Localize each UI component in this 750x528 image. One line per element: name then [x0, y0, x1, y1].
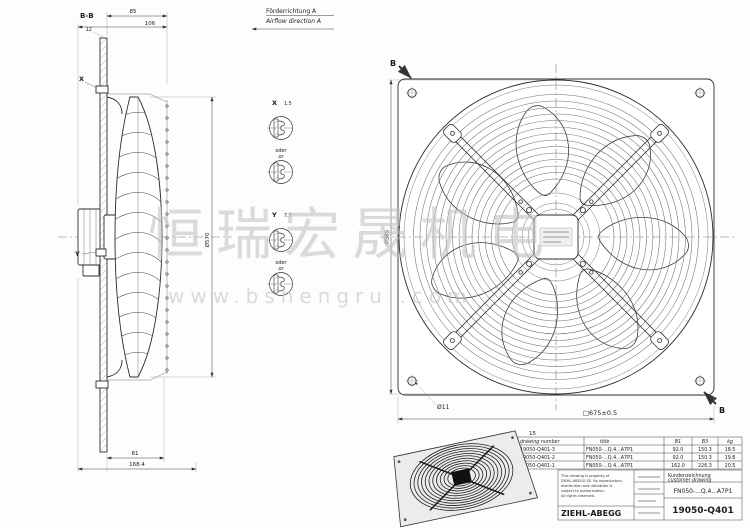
- watermark: 恒瑞宏晟机电 www.bshengrui.com: [148, 203, 556, 308]
- corner-holes: [405, 86, 707, 388]
- guard-struts: [443, 124, 669, 350]
- iso-guard-rings: [409, 443, 514, 511]
- isometric-preview: 15: [393, 430, 539, 528]
- copyright-note: This drawing is property of ZIEHL-ABEGG …: [560, 474, 623, 498]
- copyright-line: ZIEHL-ABEGG SE. Its reproduction,: [561, 479, 623, 483]
- hub-plate: [533, 214, 579, 260]
- motor-side: [77, 208, 103, 277]
- row0-title: FN050-...Q.4...A7P1: [586, 447, 633, 453]
- clamp-mid: [95, 248, 107, 257]
- callout-y-label: Y: [74, 250, 80, 258]
- detail-x-variant-1: [266, 116, 296, 140]
- row1-b1: 92.0: [673, 455, 684, 461]
- guard-grille-rings: [413, 94, 699, 380]
- hub-circle: [511, 192, 601, 282]
- row1-b3: 150.3: [698, 455, 712, 461]
- dim-b1: 81: [132, 451, 139, 457]
- copyright-line: distribution and utilization is: [561, 484, 612, 488]
- row1-title: FN050-...Q.4...A7P1: [586, 455, 633, 461]
- clamp-top: [95, 85, 109, 94]
- guard-bracket-bottom: [108, 371, 168, 381]
- table-header-b1: B1: [675, 439, 681, 445]
- side-section-view: B-B X Y: [58, 9, 232, 472]
- row0-number: 19050-Q401-3: [520, 447, 555, 453]
- front-dimensions: □675±0.5 Ø11 Ø585: [384, 79, 715, 424]
- title-block-fields: [638, 476, 660, 514]
- airflow-note: Förderrichtung A Airflow direction A: [251, 8, 334, 31]
- copyright-line: All rights reserved.: [561, 494, 595, 498]
- row0-kg: 18.5: [725, 447, 736, 453]
- or-label-y: or: [278, 266, 284, 272]
- airflow-de: Förderrichtung A: [266, 8, 317, 15]
- oder-label-y: oder: [275, 260, 287, 266]
- row1-kg: 19.8: [725, 455, 736, 461]
- detail-y-note: 7.7: [284, 213, 292, 219]
- row1-number: 19050-Q401-2: [520, 455, 555, 461]
- row2-kg: 20.5: [725, 463, 736, 469]
- terminal-box: [82, 264, 100, 277]
- callout-x-label: X: [79, 75, 84, 83]
- table-header-b3: B3: [702, 439, 708, 445]
- doc-type-de: Kundenzeichnung: [668, 473, 711, 479]
- row2-b1: 162.0: [671, 463, 685, 469]
- copyright-line: This drawing is property of: [560, 474, 610, 478]
- dim-fan-diameter: Ø570: [204, 232, 211, 247]
- dim-b2: 168.4: [129, 462, 145, 468]
- clamp-bottom: [95, 380, 109, 389]
- watermark-cn: 恒瑞宏晟机电: [148, 203, 556, 268]
- table-header-kg: kg: [727, 439, 733, 445]
- dim-guard-diameter: Ø585: [384, 229, 391, 244]
- table-row: 19050-Q401-2 FN050-...Q.4...A7P1 92.0 15…: [520, 455, 735, 461]
- title-block: This drawing is property of ZIEHL-ABEGG …: [557, 469, 743, 521]
- table-header-title: title: [600, 439, 609, 445]
- dim-corner-hole: Ø11: [437, 404, 450, 411]
- venturi-top: [106, 96, 123, 115]
- guard-wire-sections: [165, 104, 169, 372]
- section-b-top: B: [390, 59, 396, 68]
- oder-label-x: oder: [275, 148, 287, 154]
- dim-depth: 85: [130, 9, 137, 15]
- row2-number: 19050-Q401-1: [520, 463, 555, 469]
- venturi-bottom: [106, 359, 123, 378]
- part-designation: FN050-...Q.4...A7P1: [674, 488, 733, 495]
- section-b-bottom: B: [719, 406, 725, 415]
- or-label-x: or: [278, 154, 284, 160]
- guard-bracket-top: [108, 93, 168, 103]
- detail-x-variant-2: [266, 160, 296, 184]
- ref-number: 15: [529, 431, 536, 437]
- row2-title: FN050-...Q.4...A7P1: [586, 463, 633, 469]
- iso-hub: [451, 468, 472, 486]
- guard-outer-ring: [398, 79, 714, 395]
- detail-x-label: X: [272, 99, 277, 107]
- copyright-line: subject to authorization.: [561, 489, 605, 493]
- table-header-drawing-number: drawing number: [520, 439, 561, 445]
- row0-b3: 150.3: [698, 447, 712, 453]
- table-row: 19050-Q401-3 FN050-...Q.4...A7P1 92.0 15…: [520, 447, 735, 453]
- watermark-url: www.bshengrui.com: [168, 284, 473, 308]
- detail-y-label: Y: [271, 211, 277, 219]
- side-dimensions: 85 106 12 81 168.4 Ø570: [77, 9, 216, 472]
- dim-total: 106: [145, 21, 156, 27]
- dim-plate-square: □675±0.5: [583, 409, 617, 417]
- detail-x-note: 1.5: [284, 101, 292, 107]
- dim-plate-thickness: 12: [86, 27, 92, 33]
- row0-b1: 92.0: [673, 447, 684, 453]
- front-view: B B □675±0.5 Ø11 Ø585: [380, 59, 734, 424]
- drawing-number: 19050-Q401: [672, 506, 733, 516]
- airflow-en: Airflow direction A: [265, 18, 321, 25]
- row2-b3: 226.3: [698, 463, 712, 469]
- table-row: 19050-Q401-1 FN050-...Q.4...A7P1 162.0 2…: [520, 463, 735, 469]
- doc-type-en: customer drawing: [668, 478, 711, 484]
- reference-table: drawing number title B1 B3 kg 19050-Q401…: [517, 436, 743, 470]
- detail-views: X 1.5 oder or Y 7.7 oder or: [266, 99, 296, 296]
- company-logo: ZIEHL-ABEGG: [561, 509, 621, 518]
- section-label: B-B: [80, 12, 94, 20]
